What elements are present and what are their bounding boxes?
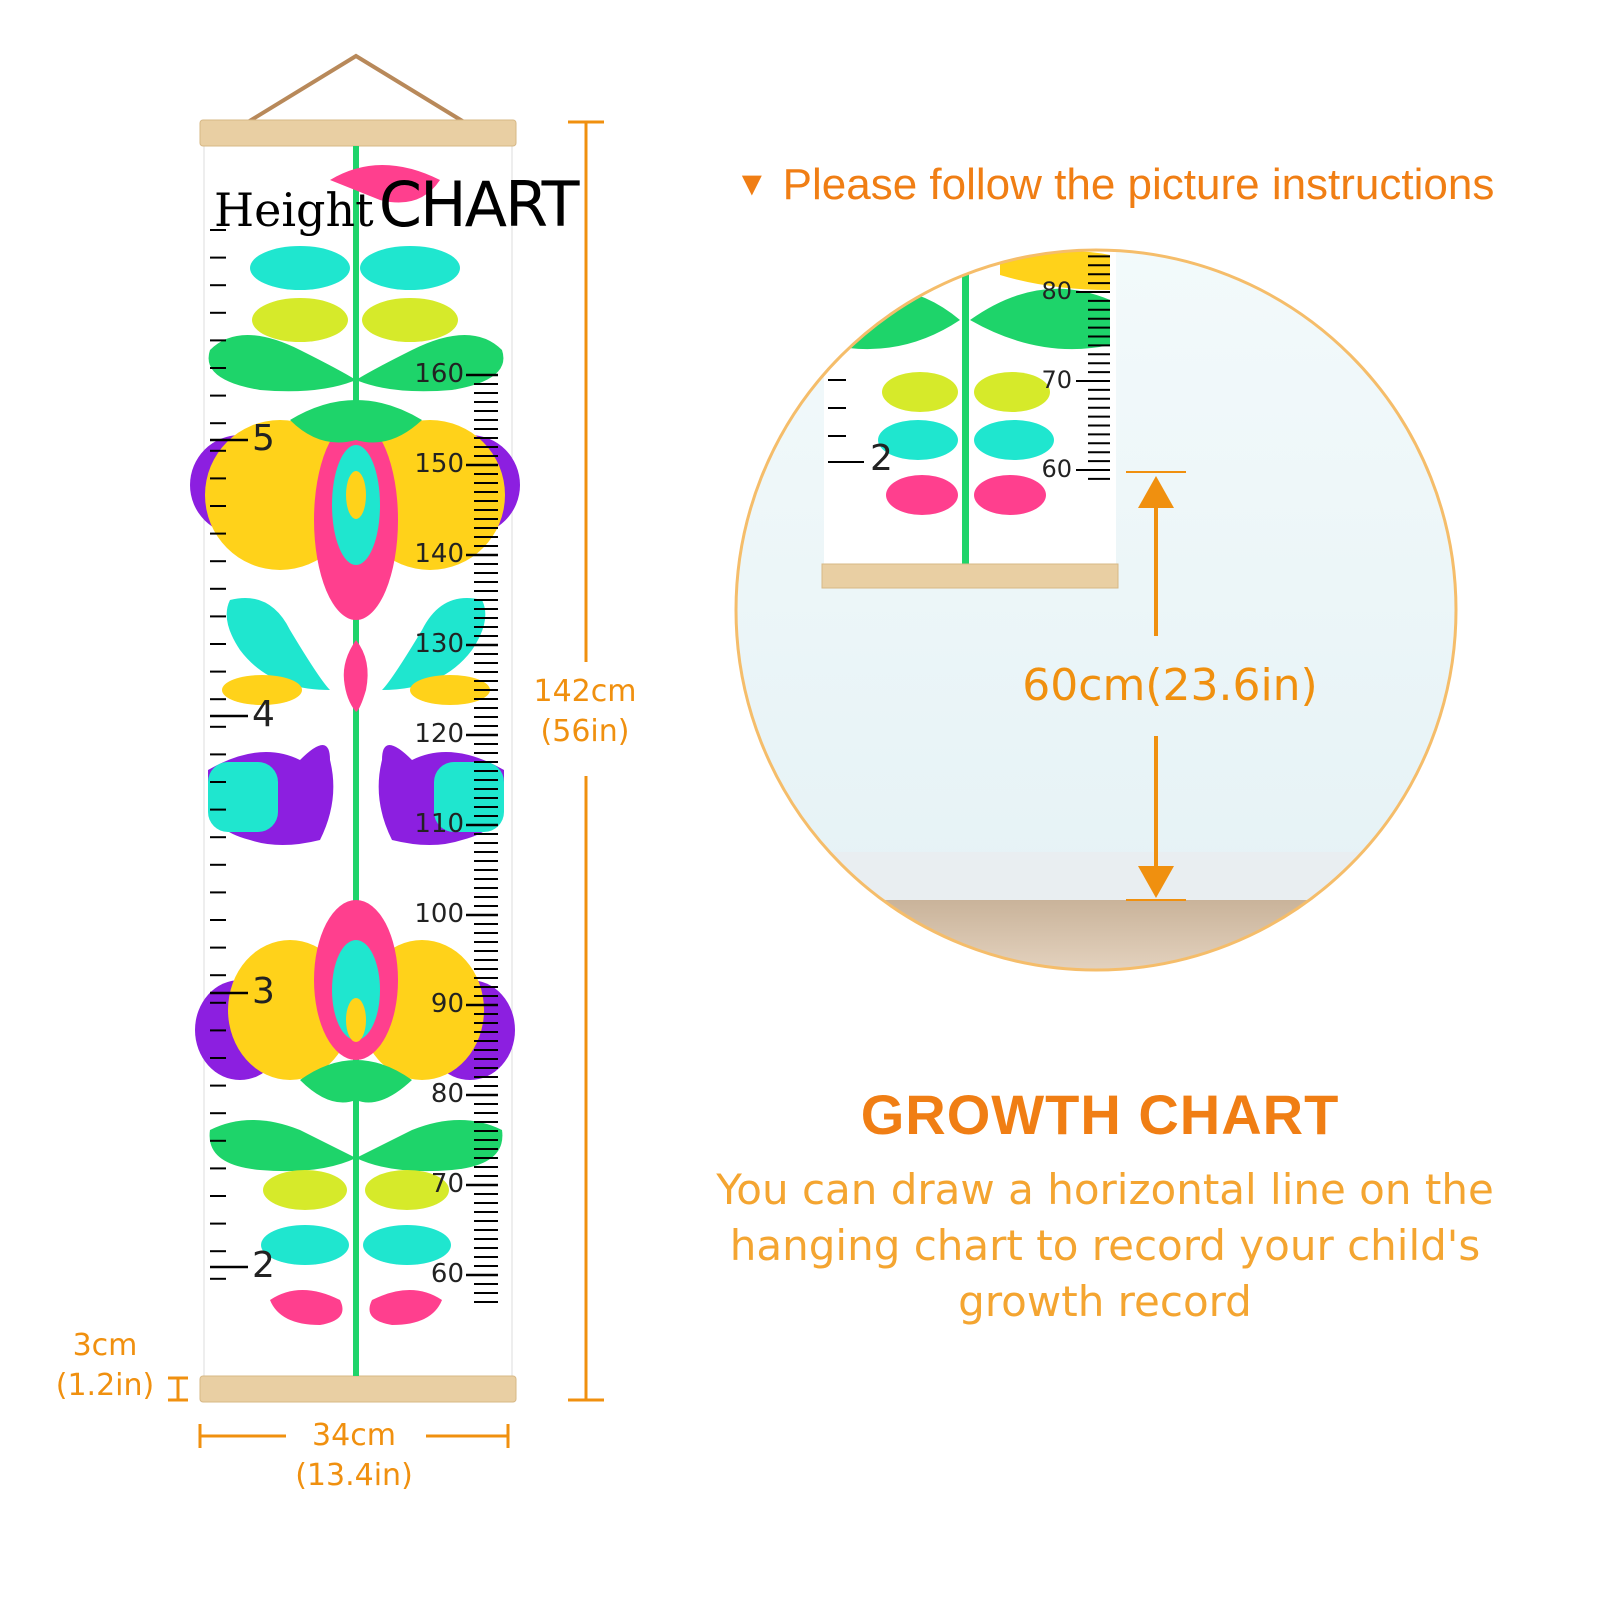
zoom-circle	[736, 250, 1456, 970]
chart-title-chart: CHART	[378, 168, 580, 241]
cm-label: 70	[430, 1169, 464, 1199]
ft-label: 3	[252, 971, 275, 1012]
height-position-arrow	[1126, 471, 1186, 901]
zoom-cm-label: 60	[1041, 455, 1072, 483]
width-dimension-label: 34cm (13.4in)	[284, 1416, 424, 1496]
rod-in: (1.2in)	[55, 1368, 155, 1403]
zoom-circle-border	[734, 248, 1458, 972]
triangle-down-icon: ▼	[735, 165, 769, 203]
growth-chart-title: GROWTH CHART	[860, 1083, 1340, 1146]
zoom-cm-label: 80	[1041, 277, 1072, 305]
cm-label: 80	[430, 1079, 464, 1109]
zoom-cm-label: 70	[1041, 366, 1072, 394]
width-in: (13.4in)	[295, 1458, 413, 1493]
cm-label: 100	[414, 899, 464, 929]
instructions-text: Please follow the picture instructions	[782, 160, 1495, 209]
hanging-height-label: 60cm(23.6in)	[1022, 660, 1318, 711]
rod-cm: 3cm	[72, 1328, 138, 1363]
height-dimension-label: 142cm (56in)	[520, 672, 650, 752]
cm-label: 160	[414, 359, 464, 389]
rod-dimension-label: 3cm (1.2in)	[40, 1326, 170, 1406]
bottom-wooden-rod	[199, 1375, 517, 1403]
cm-label: 60	[430, 1259, 464, 1289]
cm-label: 140	[414, 539, 464, 569]
height-in: (56in)	[540, 714, 630, 749]
zoom-ft-label: 2	[870, 438, 893, 479]
ft-ruler	[210, 229, 248, 1280]
width-dimension-line	[198, 1424, 510, 1448]
cm-label: 130	[414, 629, 464, 659]
top-wooden-rod	[199, 119, 517, 147]
cm-label: 90	[430, 989, 464, 1019]
chart-title-height: Height	[214, 183, 374, 237]
ft-label: 5	[252, 418, 275, 459]
cm-label: 150	[414, 449, 464, 479]
height-cm: 142cm	[533, 674, 637, 709]
rod-dimension-line	[168, 1376, 188, 1402]
instructions-heading: ▼ Please follow the picture instructions	[735, 160, 1494, 210]
ft-label: 2	[252, 1245, 275, 1286]
hanging-string	[246, 53, 466, 124]
zoom-cm-ruler	[1076, 255, 1110, 480]
cm-label: 110	[414, 809, 464, 839]
height-dimension-line	[568, 120, 604, 1402]
chart-title: Height CHART	[214, 168, 580, 241]
width-cm: 34cm	[312, 1418, 396, 1453]
ft-label: 4	[252, 694, 275, 735]
cm-label: 120	[414, 719, 464, 749]
cm-ruler	[466, 373, 498, 1303]
flower-decoration	[190, 146, 520, 1376]
growth-chart-description: You can draw a horizontal line on the ha…	[716, 1165, 1494, 1326]
